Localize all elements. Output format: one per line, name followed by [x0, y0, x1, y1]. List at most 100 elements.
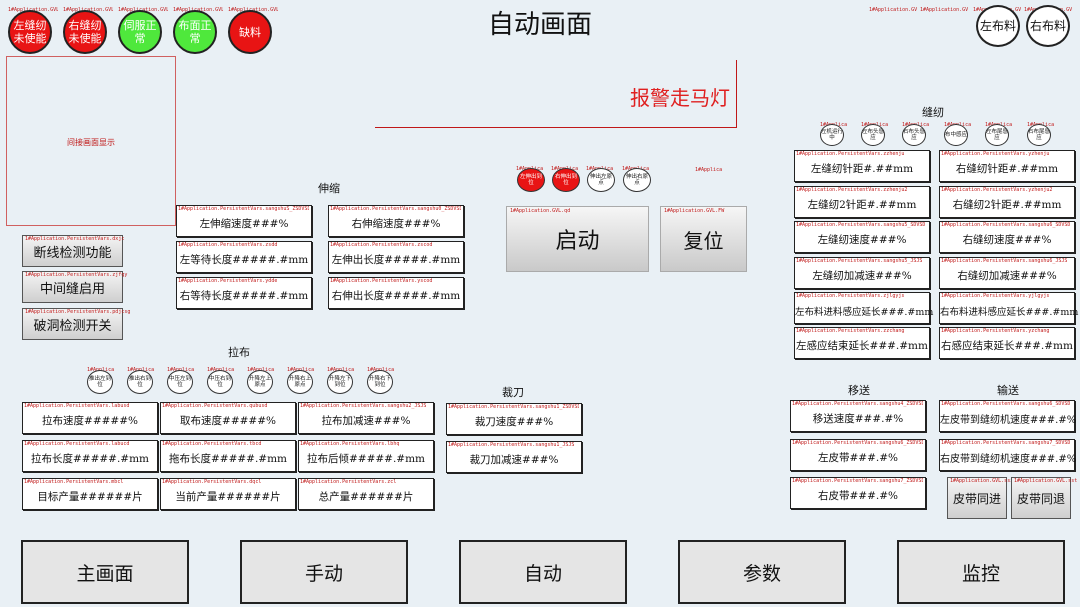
- nav-main-screen[interactable]: 主画面: [21, 540, 189, 604]
- field-tag: 1#Application.PersistentVars.zjlgyjs: [796, 293, 905, 299]
- field-tag: 1#Application.PersistentVars.sangshu7_ZS…: [792, 478, 924, 484]
- section-title-pull: 拉布: [228, 346, 250, 359]
- sewing-right-speed-field[interactable]: 1#Application.PersistentVars.sangshu6_SD…: [939, 221, 1075, 253]
- lamp-left-machine-running: 左机运行中: [820, 124, 844, 146]
- section-title-stretch: 伸缩: [318, 182, 340, 195]
- field-value: 右皮带到缝纫机速度###.#%: [940, 454, 1077, 465]
- lamp-push-left-in-place: 推出左到位: [87, 370, 113, 394]
- lamp-label: 左布尾感应: [986, 129, 1009, 141]
- right-belt-to-sewing-speed-field[interactable]: 1#Application.PersistentVars.sangshu7_SD…: [939, 439, 1077, 471]
- field-tag: 1#Application.PersistentVars.tbcd: [162, 441, 262, 447]
- field-tag: 1#Application.PersistentVars.sangshu4_ZS…: [792, 401, 924, 407]
- hole-detect-switch-button[interactable]: 1#Application.PersistentVars.pdjcsg 破洞检测开…: [22, 308, 130, 340]
- button-tag: 1#Application.GVL.qd: [510, 208, 571, 214]
- button-tag: 1#Application.GVL.FW: [664, 208, 725, 214]
- sewing-left-speed-field[interactable]: 1#Application.PersistentVars.sangshu5_SD…: [794, 221, 930, 253]
- lamp-label: 左机运行中: [821, 129, 844, 141]
- nav-auto[interactable]: 自动: [459, 540, 627, 604]
- stretch-right-wait-length-field[interactable]: 1#Application.PersistentVars.ydde 右等待长度##…: [176, 277, 312, 309]
- lamp-press-right-in-place: 中压右到位: [207, 370, 233, 394]
- button-label: 破洞检测开关: [33, 318, 112, 334]
- section-title-sewing: 缝纫: [922, 106, 944, 119]
- button-tag: 1#Application.PersistentVars.zjfqy: [25, 272, 128, 278]
- lamp-push-right-in-place: 推出右到位: [127, 370, 153, 394]
- status-tag: 1#Application.GVL: [869, 7, 917, 13]
- nav-manual[interactable]: 手动: [240, 540, 408, 604]
- button-tag: 1#Application.GVL.sst: [1014, 478, 1078, 484]
- right-belt-field[interactable]: 1#Application.PersistentVars.sangshu7_ZS…: [790, 477, 926, 509]
- stretch-left-speed-field[interactable]: 1#Application.PersistentVars.sangshuS_ZS…: [176, 205, 312, 237]
- field-value: 右等待长度#####.#mm: [179, 290, 309, 302]
- field-tag: 1#Application.PersistentVars.ydde: [178, 278, 278, 284]
- stretch-right-speed-field[interactable]: 1#Application.PersistentVars.sangshu0_ZS…: [328, 205, 464, 237]
- field-value: 目标产量######片: [37, 491, 143, 503]
- lamp-label: 升降左上原点: [248, 376, 271, 388]
- lamp-label: 伸出右原点: [625, 174, 648, 186]
- lamp-material-short: 缺料: [228, 10, 272, 54]
- button-tag: 1#Application.GVL.ssz: [950, 478, 1014, 484]
- field-tag: 1#Application.PersistentVars.sangshu2_JS…: [300, 403, 427, 409]
- pull-accel-field[interactable]: 1#Application.PersistentVars.sangshu2_JS…: [298, 402, 434, 434]
- lamp-label: 左缝纫未使能: [13, 19, 47, 45]
- left-belt-to-sewing-speed-field[interactable]: 1#Application.PersistentVars.sangshu6_SD…: [939, 400, 1076, 432]
- lamp-label: 推出右到位: [128, 376, 151, 388]
- lamp-label: 中压右到位: [208, 376, 231, 388]
- field-value: 取布速度#####%: [180, 415, 276, 427]
- field-tag: 1#Application.PersistentVars.labucd: [24, 441, 130, 447]
- transfer-speed-field[interactable]: 1#Application.PersistentVars.sangshu4_ZS…: [790, 400, 926, 432]
- field-tag: 1#Application.PersistentVars.lbhq: [300, 441, 400, 447]
- nav-params[interactable]: 参数: [678, 540, 846, 604]
- button-label: 断线检测功能: [33, 245, 112, 261]
- nav-label: 手动: [304, 562, 343, 585]
- button-tag: 1#Application.PersistentVars.pdjcsg: [25, 309, 131, 315]
- left-belt-field[interactable]: 1#Application.PersistentVars.sangshu6_ZS…: [790, 439, 926, 471]
- drag-length-field[interactable]: 1#Application.PersistentVars.tbcd 拖布长度###…: [160, 440, 296, 472]
- nav-monitor[interactable]: 监控: [897, 540, 1065, 604]
- cutter-accel-field[interactable]: 1#Application.PersistentVars.sangshu1_JS…: [446, 441, 582, 473]
- field-tag: 1#Application.PersistentVars.sangshu6_SD…: [941, 401, 1071, 407]
- lamp-right-cloth-head: 右布头感应: [902, 124, 926, 146]
- field-tag: 1#Application.PersistentVars.zzhenju2: [796, 187, 908, 193]
- lamp-left-extend-in-place: 左伸出到位: [517, 168, 545, 192]
- field-tag: 1#Application.PersistentVars.qubusd: [162, 403, 268, 409]
- lamp-label: 中压左到位: [168, 376, 191, 388]
- field-tag: 1#Application.PersistentVars.sangshu1_ZS…: [448, 404, 580, 410]
- lamp-left-sewing-disabled: 左缝纫未使能: [8, 10, 52, 54]
- field-tag: 1#Application.PersistentVars.yzchang: [941, 328, 1050, 334]
- sewing-right-accel-field[interactable]: 1#Application.PersistentVars.sangshu6_JS…: [939, 257, 1075, 289]
- field-tag: 1#Application.PersistentVars.yscod: [330, 278, 433, 284]
- field-value: 左皮带###.#%: [817, 452, 898, 464]
- cutter-speed-field[interactable]: 1#Application.PersistentVars.sangshu1_ZS…: [446, 403, 582, 435]
- field-value: 左等待长度#####.#mm: [179, 254, 309, 266]
- lamp-label: 升降左下到位: [328, 376, 351, 388]
- take-speed-field[interactable]: 1#Application.PersistentVars.qubusd 取布速度#…: [160, 402, 296, 434]
- field-value: 右伸缩速度###%: [351, 218, 441, 230]
- field-value: 拖布长度#####.#mm: [168, 453, 288, 465]
- field-tag: 1#Application.PersistentVars.zsdd: [178, 242, 278, 248]
- sewing-left-accel-field[interactable]: 1#Application.PersistentVars.sangshu5_JS…: [794, 257, 930, 289]
- field-value: 当前产量######片: [175, 491, 281, 503]
- stretch-left-wait-length-field[interactable]: 1#Application.PersistentVars.zsdd 左等待长度##…: [176, 241, 312, 273]
